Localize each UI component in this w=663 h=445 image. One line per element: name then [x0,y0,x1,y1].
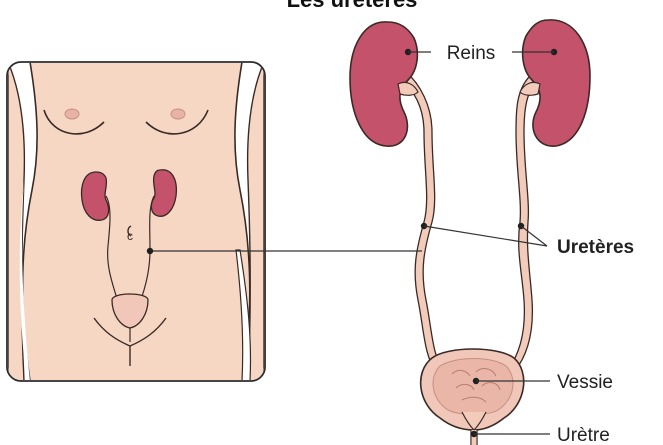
leader-uretere-left [424,226,547,246]
label-vessie: Vessie [557,372,613,393]
torso-silhouette [23,62,250,381]
nipple-left-icon [65,109,79,119]
inset-ureter-point [147,248,153,254]
label-reins: Reins [447,43,496,64]
bladder-inner [433,359,513,415]
nipple-right-icon [171,109,185,119]
label-ureteres: Uretères [557,237,634,258]
label-uretre: Urètre [557,425,610,445]
body-inset: c [7,62,265,381]
urinary-tract [350,20,590,445]
inset-letter: c [127,229,133,243]
diagram-title: Les uretères [287,0,418,12]
